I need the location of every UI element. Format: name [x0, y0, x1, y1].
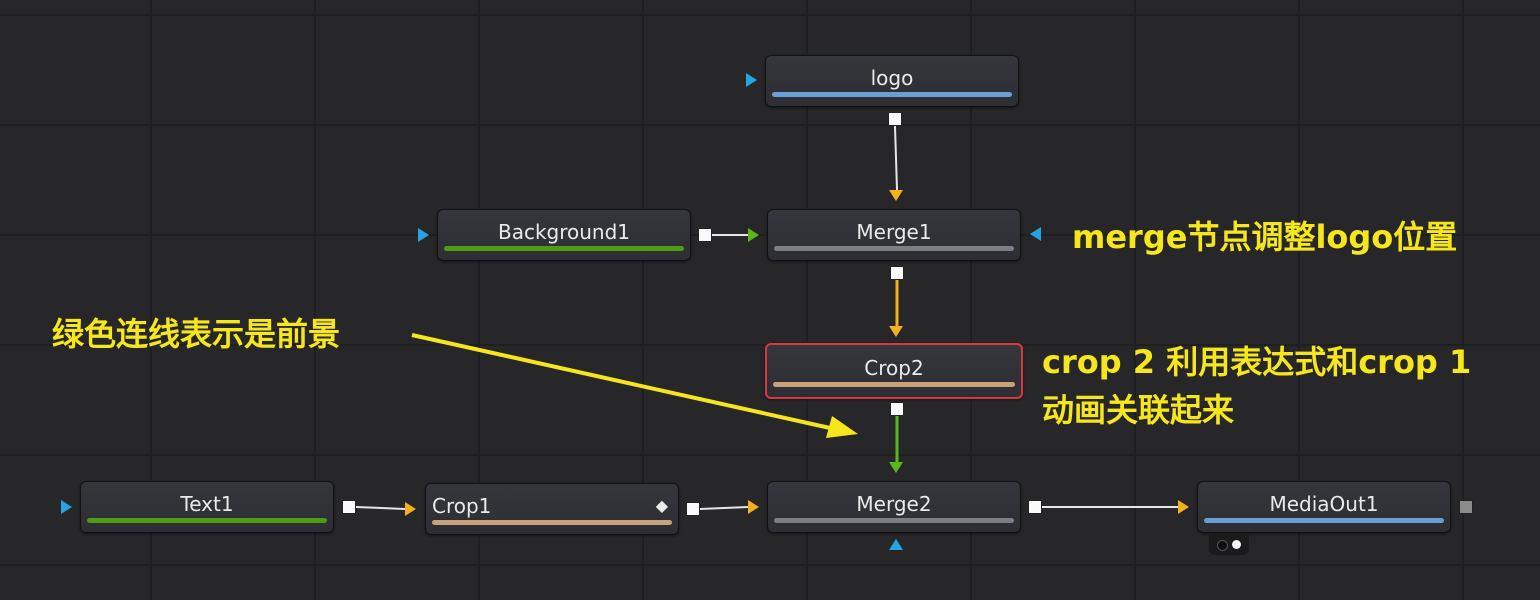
wire-crop1-merge2: [699, 506, 749, 510]
viewer-2-dot-icon[interactable]: [1232, 540, 1241, 549]
node-mediaout1-color-bar: [1204, 518, 1444, 523]
merge1-output-port[interactable]: [890, 266, 904, 280]
merge1-background-input[interactable]: [889, 190, 903, 201]
crop1-output-port[interactable]: [686, 502, 700, 516]
node-crop1-label: Crop1: [432, 494, 492, 518]
merge1-foreground-input[interactable]: [748, 228, 759, 242]
crop2-output-port[interactable]: [890, 402, 904, 416]
node-merge1[interactable]: Merge1: [767, 209, 1021, 261]
node-crop1[interactable]: Crop1 ◆: [425, 483, 679, 535]
viewer-1-dot-icon[interactable]: [1217, 540, 1228, 551]
annotation-crop2-note-line2: 动画关联起来: [1042, 391, 1235, 429]
annotation-crop2-note-line1: crop 2 利用表达式和crop 1: [1042, 343, 1472, 381]
node-merge1-color-bar: [774, 246, 1014, 251]
merge2-mask-input[interactable]: [889, 539, 903, 550]
merge2-output-port[interactable]: [1028, 500, 1042, 514]
node-merge2-color-bar: [774, 518, 1014, 523]
node-crop2[interactable]: Crop2: [765, 343, 1023, 399]
node-logo-label: logo: [870, 66, 914, 90]
text1-input-triangle[interactable]: [61, 500, 72, 514]
logo-output-port[interactable]: [888, 112, 902, 126]
node-merge1-label: Merge1: [856, 220, 932, 244]
node-text1-label: Text1: [180, 492, 234, 516]
merge2-foreground-input[interactable]: [889, 462, 903, 473]
viewer-indicator[interactable]: [1209, 533, 1249, 555]
node-logo[interactable]: logo: [765, 55, 1019, 107]
node-mediaout1-label: MediaOut1: [1269, 492, 1379, 516]
logo-input-triangle[interactable]: [746, 73, 757, 87]
crop2-input-triangle[interactable]: [889, 326, 903, 337]
node-background1-label: Background1: [497, 220, 631, 244]
node-background1[interactable]: Background1: [437, 209, 691, 261]
mediaout1-input-triangle[interactable]: [1178, 500, 1189, 514]
node-text1[interactable]: Text1: [80, 481, 334, 533]
node-logo-color-bar: [772, 92, 1012, 97]
node-crop2-label: Crop2: [864, 356, 924, 380]
background1-output-port[interactable]: [698, 228, 712, 242]
text1-output-port[interactable]: [342, 500, 356, 514]
crop1-input-triangle[interactable]: [405, 502, 416, 516]
node-mediaout1[interactable]: MediaOut1: [1197, 481, 1451, 533]
annotation-arrow-line: [411, 333, 831, 430]
node-crop1-color-bar: [432, 520, 672, 525]
background1-input-triangle[interactable]: [418, 228, 429, 242]
wire-logo-merge1: [894, 125, 898, 191]
keyframe-icon: ◆: [655, 496, 668, 515]
node-text1-color-bar: [87, 518, 327, 523]
node-merge2-label: Merge2: [856, 492, 932, 516]
wire-text1-crop1: [355, 506, 406, 510]
annotation-merge1-note: merge节点调整logo位置: [1072, 218, 1458, 256]
mediaout1-output-port[interactable]: [1459, 500, 1473, 514]
node-background1-color-bar: [444, 246, 684, 251]
annotation-arrow-head: [826, 416, 858, 438]
node-crop2-color-bar: [773, 382, 1015, 387]
merge2-background-input[interactable]: [748, 500, 759, 514]
node-merge2[interactable]: Merge2: [767, 481, 1021, 533]
merge1-mask-input[interactable]: [1030, 227, 1041, 241]
annotation-foreground-note: 绿色连线表示是前景: [52, 315, 341, 353]
